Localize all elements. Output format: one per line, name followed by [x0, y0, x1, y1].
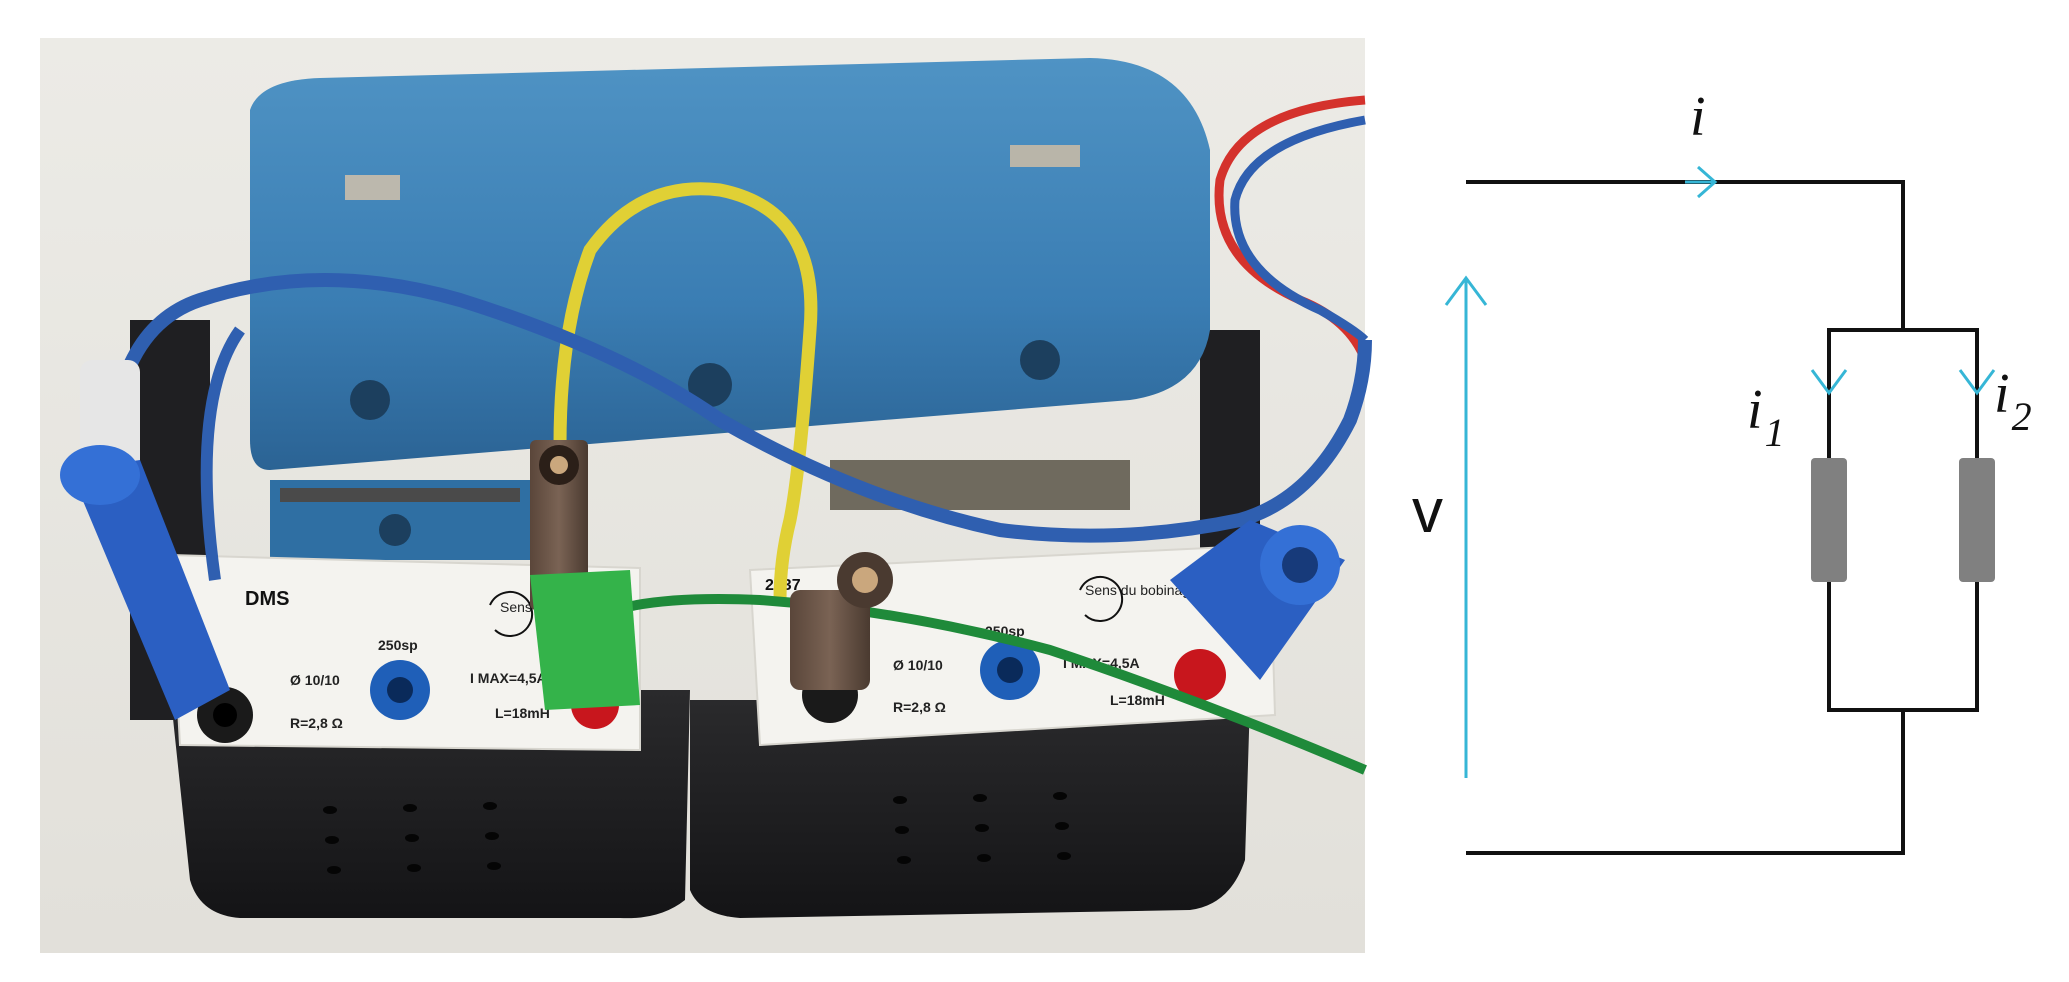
current-arrows	[1444, 165, 1996, 778]
left-black-socket	[197, 687, 253, 743]
right-blue-plug	[1170, 520, 1345, 680]
right-clamp-plate	[830, 460, 1130, 510]
blue-wire	[103, 273, 1372, 543]
current-i2-subscript: 2	[2012, 394, 2032, 439]
circuit-wires	[1466, 180, 1979, 855]
resistor-branch-1	[1811, 458, 1847, 582]
right-coil-housing	[690, 700, 1250, 918]
green-wire	[598, 594, 1367, 775]
core-clamp-plate	[280, 488, 520, 502]
left-winding-arrow-icon	[489, 591, 534, 637]
voltage-v-label: v	[1412, 477, 1443, 546]
left-blue-socket	[370, 660, 430, 720]
branch-2-arrow-icon	[1958, 369, 1996, 396]
circuit-diagram: i i1 i2 v	[1412, 86, 2032, 855]
left-blue-plug	[60, 360, 230, 720]
blue-wire-loop	[200, 326, 245, 581]
coil-setup-photo: DMS Sens du bobinage Ø 10/10 250sp I MAX…	[40, 38, 1372, 953]
parallel-branches	[1827, 328, 1979, 712]
left-resistance: R=2,8 Ω	[290, 715, 343, 731]
ventilation-holes	[323, 792, 1071, 874]
paint-chip	[345, 175, 400, 200]
yellow-wire	[553, 182, 818, 601]
right-winding-label: Sens du bobinage	[1085, 582, 1198, 598]
current-i1-base: i	[1747, 379, 1763, 441]
right-diameter: Ø 10/10	[893, 657, 943, 673]
left-brand: DMS	[245, 588, 289, 610]
paint-chip-2	[1010, 145, 1080, 167]
left-inductance: L=18mH	[495, 705, 550, 721]
brown-plug-left	[530, 440, 588, 610]
current-i2-label: i2	[1994, 363, 2032, 439]
right-winding-arrow-icon	[1079, 576, 1124, 622]
right-blue-socket	[980, 640, 1040, 700]
current-i1-label: i1	[1747, 379, 1785, 455]
main-current-arrow-icon	[1697, 165, 1718, 199]
right-red-socket	[1174, 649, 1226, 701]
blue-iron-core	[250, 58, 1210, 470]
green-plug	[530, 570, 640, 710]
brown-plug-right	[790, 552, 893, 690]
right-inductance: L=18mH	[1110, 692, 1165, 708]
left-diameter: Ø 10/10	[290, 672, 340, 688]
current-i2-base: i	[1994, 363, 2010, 425]
resistor-branch-2	[1959, 458, 1995, 582]
current-i1-subscript: 1	[1765, 410, 1785, 455]
left-turns: 250sp	[378, 637, 418, 653]
right-resistance: R=2,8 Ω	[893, 699, 946, 715]
bottom-wire	[1466, 710, 1905, 855]
core-holes	[350, 340, 1060, 546]
blue-lead-twisted	[1230, 115, 1369, 344]
branch-1-arrow-icon	[1810, 369, 1848, 396]
current-i-label: i	[1690, 86, 1706, 148]
top-wire	[1466, 180, 1905, 330]
voltage-arrow-icon	[1444, 275, 1488, 306]
left-imax: I MAX=4,5A	[470, 670, 547, 686]
